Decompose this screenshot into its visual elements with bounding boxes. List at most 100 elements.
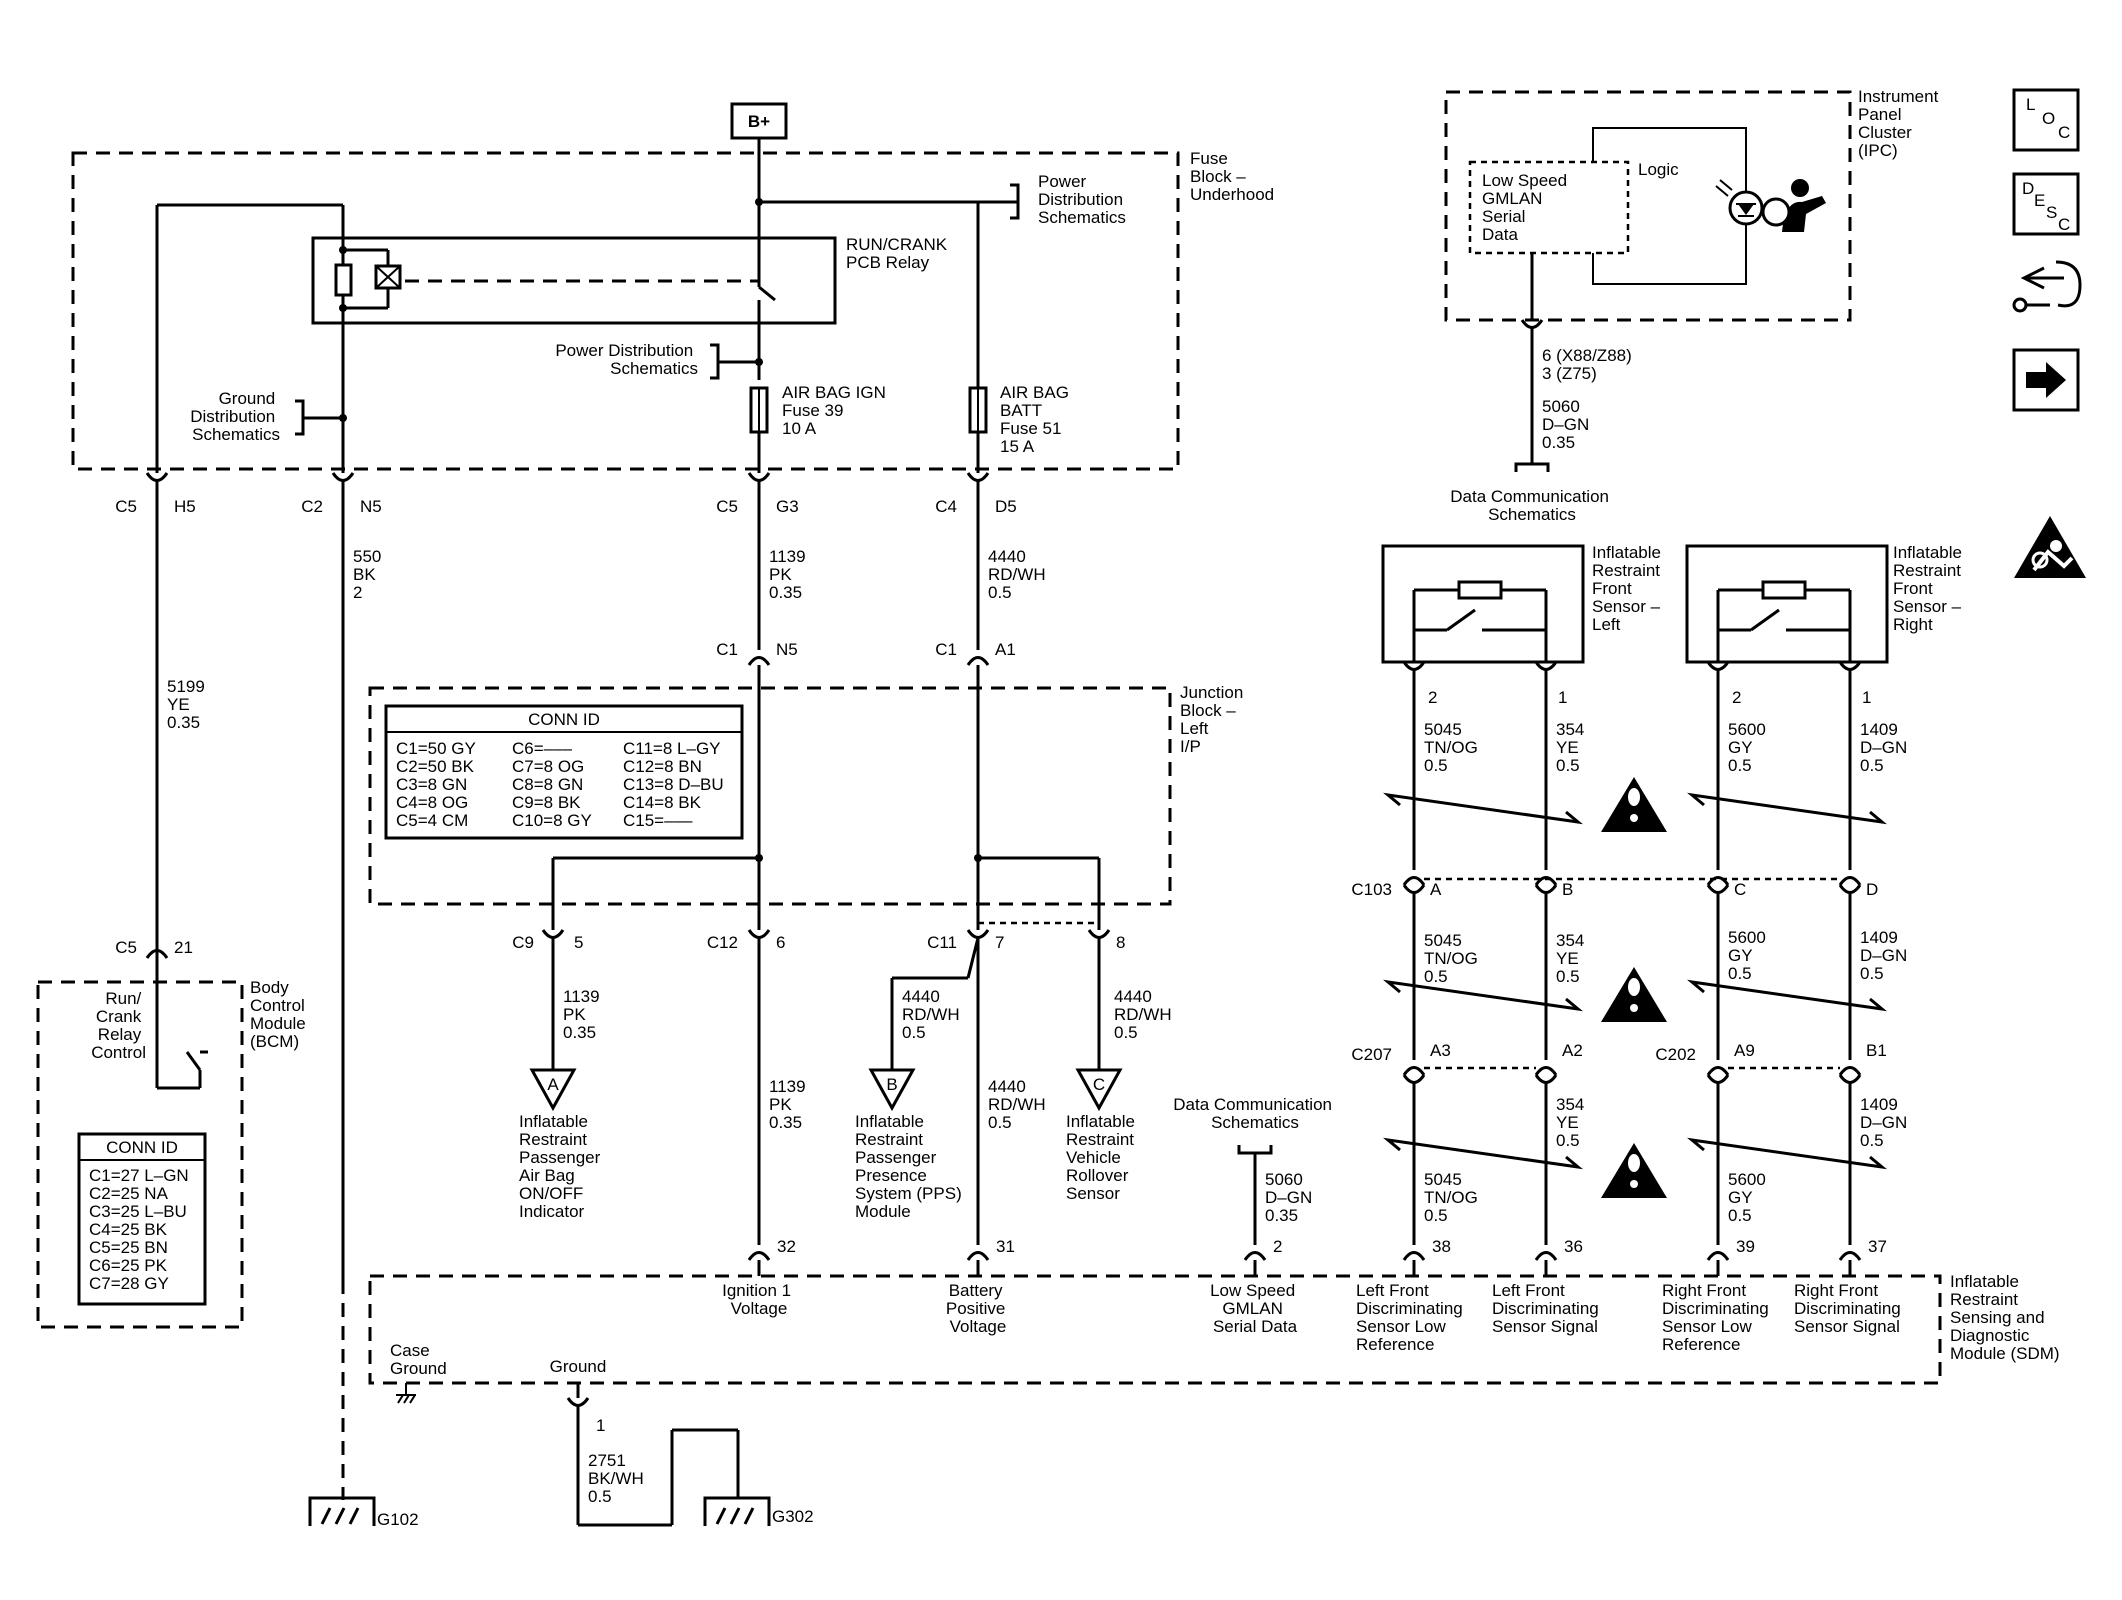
svg-text:A2: A2: [1562, 1041, 1583, 1060]
conn-id-table-1: CONN ID C1=50 GY C2=50 BK C3=8 GN C4=8 O…: [384, 704, 744, 840]
case-ground-label: Case Ground: [390, 1341, 447, 1378]
svg-text:C9: C9: [512, 933, 534, 952]
svg-text:N5: N5: [360, 497, 382, 516]
svg-text:C1=50 GY: C1=50 GY: [396, 739, 476, 758]
sdm-lsg-serial-data: Low Speed GMLAN Serial Data: [1210, 1281, 1300, 1336]
svg-text:C3=25 L–BU: C3=25 L–BU: [89, 1202, 187, 1221]
svg-text:C6=25 PK: C6=25 PK: [89, 1256, 168, 1275]
airbag-lamp-icon: [1715, 179, 1826, 232]
wire-5045a: 5045 TN/OG 0.5: [1424, 720, 1483, 775]
svg-text:C3=8 GN: C3=8 GN: [396, 775, 467, 794]
wire-5600a: 5600 GY 0.5: [1728, 720, 1771, 775]
sdm-rf-low-ref: Right Front Discriminating Sensor Low Re…: [1662, 1281, 1773, 1354]
ipc-lsg-box: [1468, 160, 1630, 255]
wire-2751: 2751 BK/WH 0.5: [588, 1451, 648, 1506]
sdm-lf-signal: Left Front Discriminating Sensor Signal: [1492, 1281, 1603, 1336]
svg-text:N5: N5: [776, 640, 798, 659]
bcm-label: Body Control Module (BCM): [250, 978, 311, 1051]
ref-c-label: Inflatable Restraint Vehicle Rollover Se…: [1066, 1112, 1140, 1203]
ipc-pin-label: 6 (X88/Z88) 3 (Z75): [1542, 346, 1637, 383]
svg-text:37: 37: [1868, 1237, 1887, 1256]
svg-text:CONN ID: CONN ID: [106, 1138, 178, 1157]
svg-text:C9=8 BK: C9=8 BK: [512, 793, 581, 812]
svg-text:2: 2: [1428, 688, 1437, 707]
front-sensor-left: [1381, 544, 1585, 664]
wire-4440c: 4440 RD/WH 0.5: [1114, 987, 1176, 1042]
wire-4440a: 4440 RD/WH 0.5: [988, 547, 1050, 602]
svg-text:C: C: [2058, 123, 2070, 142]
wire-354c: 354 YE 0.5: [1556, 1095, 1589, 1150]
svg-text:C4=8 OG: C4=8 OG: [396, 793, 468, 812]
wire-1139c: 1139 PK 0.35: [769, 1077, 810, 1132]
svg-text:E: E: [2034, 191, 2045, 210]
svg-text:A: A: [1430, 880, 1442, 899]
wire-1409c: 1409 D–GN 0.5: [1860, 1095, 1912, 1150]
relay-label: RUN/CRANK PCB Relay: [846, 235, 952, 272]
sdm-label: Inflatable Restraint Sensing and Diagnos…: [1950, 1272, 2060, 1363]
svg-text:2: 2: [1273, 1237, 1282, 1256]
svg-text:1: 1: [1862, 688, 1871, 707]
loc-icon[interactable]: L O C: [2012, 88, 2080, 152]
wire-1139a: 1139 PK 0.35: [769, 547, 810, 602]
wire-5045b: 5045 TN/OG 0.5: [1424, 931, 1483, 986]
svg-text:1: 1: [1558, 688, 1567, 707]
svg-text:C14=8 BK: C14=8 BK: [623, 793, 702, 812]
front-sensor-right-label: Inflatable Restraint Front Sensor – Righ…: [1893, 543, 1967, 634]
svg-text:C2=50 BK: C2=50 BK: [396, 757, 475, 776]
svg-text:B1: B1: [1866, 1041, 1887, 1060]
desc-icon[interactable]: D E S C: [2012, 172, 2080, 236]
ground-g302-icon: [703, 1496, 771, 1526]
caution-icon: [1601, 1143, 1667, 1198]
ref-c-triangle: [1075, 1068, 1123, 1112]
svg-text:G3: G3: [776, 497, 799, 516]
next-arrow-icon[interactable]: [2012, 348, 2080, 412]
svg-text:7: 7: [995, 933, 1004, 952]
svg-text:C5=4 CM: C5=4 CM: [396, 811, 468, 830]
svg-text:B: B: [1562, 880, 1573, 899]
ipc-outline: [1444, 90, 1852, 322]
svg-text:C1=27 L–GN: C1=27 L–GN: [89, 1166, 189, 1185]
svg-text:A3: A3: [1430, 1041, 1451, 1060]
svg-text:B: B: [886, 1075, 897, 1094]
ref-b-triangle: [868, 1068, 916, 1112]
wire-5600c: 5600 GY 0.5: [1728, 1170, 1771, 1225]
svg-text:C4=25 BK: C4=25 BK: [89, 1220, 168, 1239]
ground-label: Ground: [550, 1357, 607, 1376]
wire-354a: 354 YE 0.5: [1556, 720, 1589, 775]
svg-text:5: 5: [574, 933, 583, 952]
svg-text:A1: A1: [995, 640, 1016, 659]
wire-1139b: 1139 PK 0.35: [563, 987, 604, 1042]
junction-block-outline: [368, 686, 1172, 906]
fuse-39-label: AIR BAG IGN Fuse 39 10 A: [782, 383, 891, 438]
sdm-battery-voltage: Battery Positive Voltage: [946, 1281, 1010, 1336]
ref-a-label: Inflatable Restraint Passenger Air Bag O…: [519, 1112, 605, 1221]
wire-354b: 354 YE 0.5: [1556, 931, 1589, 986]
fuse-51-label: AIR BAG BATT Fuse 51 15 A: [1000, 383, 1074, 456]
ipc-logic-label: Logic: [1638, 160, 1679, 179]
sdm-outline: [368, 1274, 1942, 1385]
bcm-outline: [36, 980, 244, 1329]
sdm-lf-low-ref: Left Front Discriminating Sensor Low Ref…: [1356, 1281, 1467, 1354]
conn-id-table-2: CONN ID C1=27 L–GN C2=25 NA C3=25 L–BU C…: [77, 1132, 207, 1306]
data-comm-ref-2: Data Communication Schematics: [1173, 1095, 1336, 1132]
ref-a-triangle: [529, 1068, 577, 1112]
svg-text:8: 8: [1116, 933, 1125, 952]
front-sensor-left-label: Inflatable Restraint Front Sensor – Left: [1592, 543, 1666, 634]
ipc-lsg-label: Low Speed GMLAN Serial Data: [1482, 171, 1572, 244]
svg-text:39: 39: [1736, 1237, 1755, 1256]
junction-block-label: Junction Block – Left I/P: [1180, 683, 1248, 756]
svg-text:6: 6: [776, 933, 785, 952]
ground-g102-icon: [308, 1496, 376, 1526]
wire-5060b: 5060 D–GN 0.35: [1265, 1170, 1317, 1225]
power-dist-ref-2: Power Distribution Schematics: [555, 341, 698, 378]
svg-text:C8=8 GN: C8=8 GN: [512, 775, 583, 794]
svg-text:C4: C4: [935, 497, 957, 516]
svg-text:C12: C12: [707, 933, 738, 952]
svg-text:C5: C5: [716, 497, 738, 516]
sdm-ignition-voltage: Ignition 1 Voltage: [722, 1281, 796, 1318]
svg-text:C103: C103: [1351, 880, 1392, 899]
svg-text:C7=28 GY: C7=28 GY: [89, 1274, 169, 1293]
svg-text:36: 36: [1564, 1237, 1583, 1256]
svg-text:C202: C202: [1655, 1045, 1696, 1064]
repair-icon[interactable]: [2012, 260, 2082, 313]
